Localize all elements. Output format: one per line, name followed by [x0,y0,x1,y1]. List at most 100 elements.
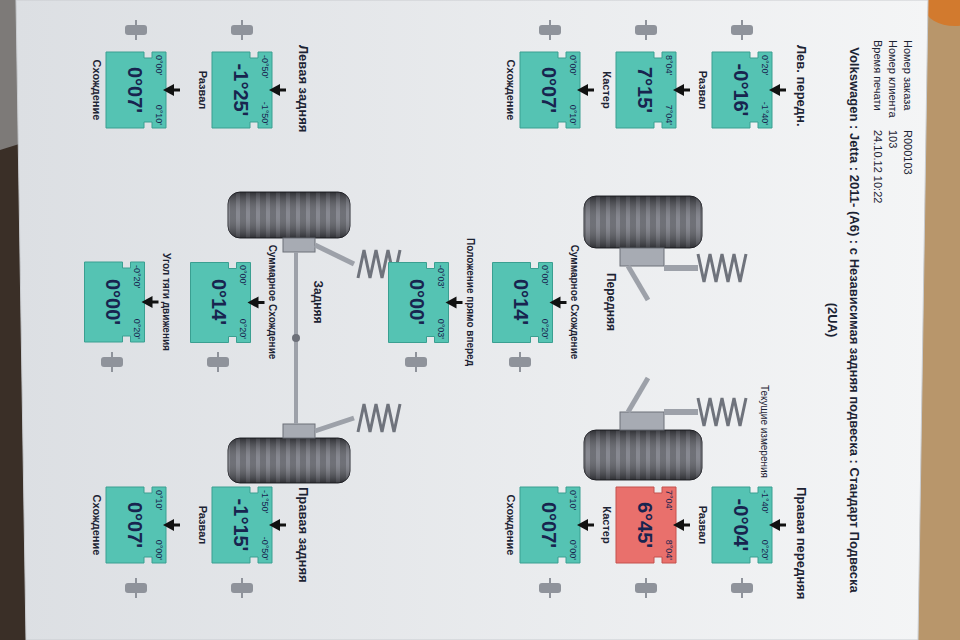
range-min-label: 0°00' [540,265,550,285]
range-max-label: 0°03' [436,319,446,339]
toe-icon [125,578,147,598]
wheel-hub [620,412,664,430]
finger-tip [925,0,960,26]
range-min-label: 0°00' [238,265,248,285]
tire [584,196,702,248]
measured-value: -1°15' [229,499,252,552]
tire [228,192,350,238]
range-min-label: 8°04' [664,55,674,75]
range-max-label: 0°00' [568,540,578,560]
gauge-scale [616,487,676,563]
pointer-arrow [769,84,780,96]
gauge-shape [493,243,581,362]
pointer-arrow [446,296,457,308]
parameter-name: Развал [196,506,209,545]
wheel-hub [283,424,315,438]
tire [584,430,702,480]
parameter-name: Схождение [90,60,103,121]
parameter-name: Кастер [600,506,613,543]
measurement-gauge: -0°20'0°20'0°00'Угол тяги движения [85,251,173,353]
pointer-stem [683,89,690,92]
header-value: 24.10.12 10:22 [871,130,884,203]
measured-value: 0°00' [102,279,125,325]
parameter-name: Схождение [504,60,517,121]
measured-value: 0°14' [510,279,533,325]
pointer-arrow [673,519,684,531]
trailing-arm [315,245,354,264]
coil-spring [698,398,746,426]
header-label: Номер заказа [901,40,914,110]
control-arm [628,378,648,412]
range-max-label: 7°04' [664,105,674,125]
pointer-stem [279,524,286,527]
gauge-scale [85,262,145,342]
control-arm [628,266,648,300]
measurement-gauge: -1°40' 0°20' -0°04' Развал [696,487,786,563]
range-max-label: 0°10' [154,105,164,125]
pointer-stem [779,89,786,92]
total-toe-icon [509,352,531,372]
measured-value: 0°07' [123,67,146,113]
range-max-label: -1°50' [260,102,270,125]
range-min-label: 0°20' [760,55,770,75]
range-max-label: 0°00' [154,540,164,560]
link-joint [292,334,300,342]
parameter-name: Положение прямо вперед [465,238,477,366]
pointer-arrow [142,296,153,308]
coil-spring [358,404,400,432]
thrust-angle-icon [101,352,123,372]
measurement-gauge: -0°03' 0°03' 0°00' Положение прямо вперед [389,236,477,369]
range-min-label: 0°00' [154,55,164,75]
range-max-label: -1°40' [760,102,770,125]
pointer-arrow [673,84,684,96]
gauge-scale [520,487,580,563]
gauge-shape [85,251,173,353]
pointer-stem [152,301,159,304]
pointer-stem [173,524,180,527]
measured-value: -0°04' [729,499,752,552]
measurement-gauge: -1°50'-0°50'-1°15'Развал [196,487,286,563]
range-max-label: 0°20' [132,319,142,339]
range-min-label: -1°40' [760,490,770,513]
wheel-heading: Левая задняя [295,45,310,132]
toe-icon [539,578,561,598]
pointer-stem [587,524,594,527]
measurement-gauge: 0°00'0°20'0°14'Суммарное Схождение [191,243,279,362]
measurement-gauge: 0°10'0°00'0°07'Схождение [90,487,180,563]
pointer-stem [587,89,594,92]
pointer-stem [258,301,265,304]
range-max-label: 0°20' [760,540,770,560]
measured-value: 0°14' [208,279,231,325]
range-min-label: 0°00' [568,55,578,75]
gauge-scale [712,52,772,128]
section-note: Текущие измерения [759,385,771,478]
toe-icon [539,20,561,40]
wheel-heading: Правая передняя [793,487,808,599]
pointer-stem [683,524,690,527]
parameter-name: Развал [696,506,709,545]
report-title: Volkswagen : Jetta : 2011- (A6) : с Неза… [821,30,865,610]
pointer-stem [279,89,286,92]
range-min-label: -0°03' [436,265,446,288]
measured-value: 0°00' [406,279,429,325]
pointer-arrow [248,296,259,308]
header-value: R000103 [901,130,914,175]
camber-icon [231,578,253,598]
axle-heading: Задняя [310,280,324,323]
strut [664,409,698,415]
range-max-label: 0°20' [238,319,248,339]
wheel-heading: Лев. передн. [793,45,808,127]
straight-ahead-icon [405,352,427,372]
pointer-stem [560,301,567,304]
pointer-arrow [269,84,280,96]
gauge-shape [191,243,279,362]
range-max-label: 0°20' [540,319,550,339]
tire-shade [228,192,350,238]
range-max-label: 0°10' [568,105,578,125]
range-min-label: -0°50' [260,55,270,78]
pointer-stem [779,524,786,527]
gauge-scale [191,262,251,342]
total-toe-icon [207,352,229,372]
